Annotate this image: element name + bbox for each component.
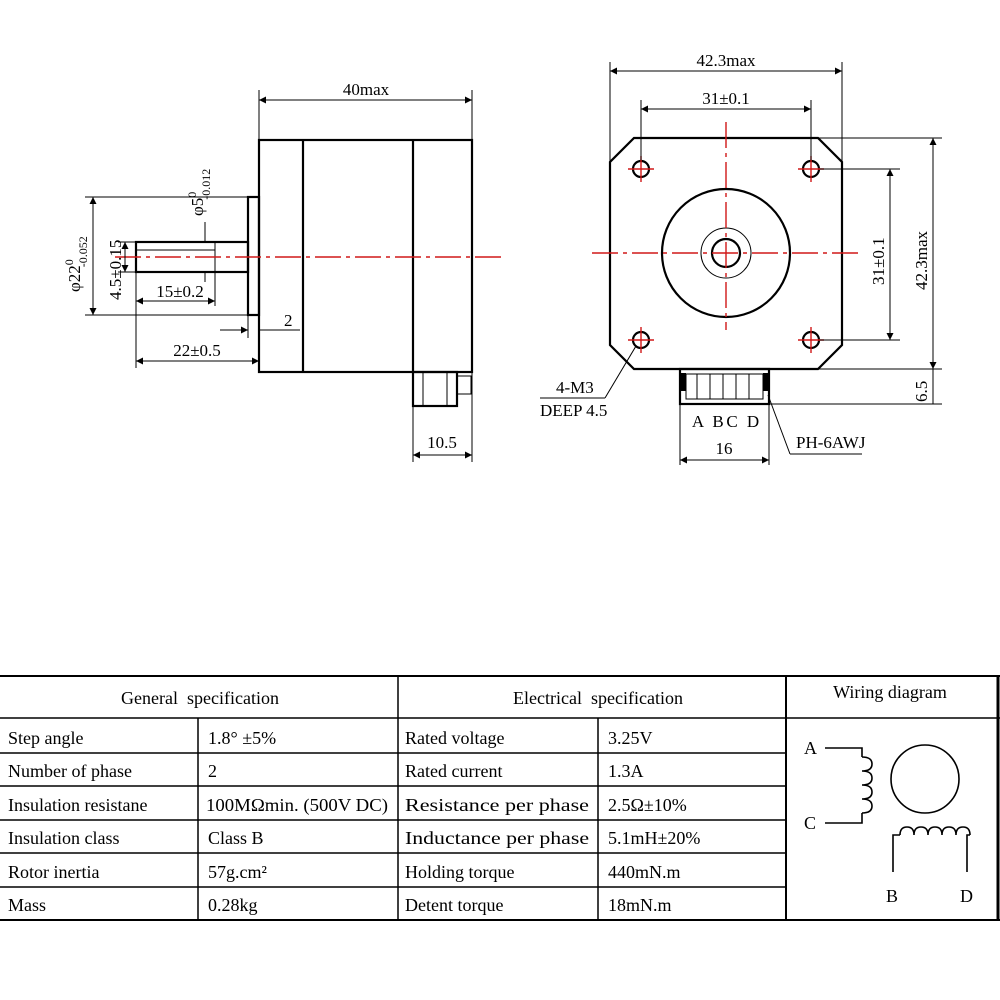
dim-width: 42.3max [696,51,756,70]
dim-shaft-dia: φ50-0.012 [185,169,213,216]
dim-boss-dia: φ220-0.052 [62,236,90,292]
connector-latch-right [763,373,769,391]
dim-connector-height: 6.5 [912,381,931,402]
general-row-label: Insulation resistane [8,795,147,815]
general-row-label: Insulation class [8,828,119,848]
dim-length: 40max [343,80,390,99]
boss-outline [246,195,261,317]
general-row-label: Step angle [8,728,83,748]
coil-bd-lead-right [966,834,970,872]
front-view: A B C D 42.3max 31±0.1 31±0.1 42.3max 6.… [540,51,942,465]
dim-flat-length: 15±0.2 [156,282,204,301]
general-row-label: Number of phase [8,761,132,781]
electrical-row-label: Inductance per phase [405,828,589,848]
coil-bd [899,826,971,836]
connector-side [411,370,459,408]
general-row-label: Rotor inertia [8,862,99,882]
dim-connector-width: 16 [716,439,733,458]
dim-shaft-length: 22±0.5 [173,341,221,360]
general-row-value: Class B [208,828,264,848]
coil-bd-lead-left [892,834,900,872]
dim-boss-height: 2 [284,311,293,330]
dim-hole-spacing-h: 31±0.1 [702,89,750,108]
wiring-label-a: A [804,738,817,758]
dim-hole-spacing-v: 31±0.1 [869,237,888,285]
connector-side-tab [456,375,472,395]
electrical-row-value: 1.3A [608,761,644,781]
side-view: 40max φ50-0.012 φ220-0.052 4.5±0.15 15±0… [62,80,505,462]
dim-connector-length: 10.5 [427,433,457,452]
coil-ac [861,756,873,814]
shaft-outline [134,240,250,274]
connector-latch-left [680,373,686,391]
electrical-row-label: Detent torque [405,895,503,915]
electrical-row-label: Rated current [405,761,502,781]
electrical-row-label: Holding torque [405,862,515,882]
general-row-value: 1.8° ±5% [208,728,276,748]
wiring-label-d: D [960,886,973,906]
dim-shaft-flat: 4.5±0.15 [106,240,125,300]
general-row-value: 2 [208,761,217,781]
connector-type-label: PH-6AWJ [796,433,866,452]
motor-body-outline [257,138,474,374]
general-row-value: 57g.cm² [208,862,267,882]
general-row-value: 100MΩmin. (500V DC) [206,795,388,816]
electrical-row-value: 18mN.m [608,895,672,915]
wiring-diagram: A C B D [804,738,973,906]
electrical-spec-header: Electrical specification [513,688,683,708]
electrical-row-label: Rated voltage [405,728,504,748]
wiring-diagram-header: Wiring diagram [833,682,947,702]
electrical-row-value: 440mN.m [608,862,681,882]
general-spec-header: General specification [121,688,279,708]
rotor-circle [890,744,960,814]
holes-note-thread: 4-M3 [556,378,594,397]
holes-note-depth: DEEP 4.5 [540,401,607,420]
spec-table: General specification Electrical specifi… [0,675,1000,921]
electrical-row-value: 3.25V [608,728,653,748]
pin-label-d: D [747,412,759,431]
dim-height: 42.3max [912,230,931,290]
wiring-label-c: C [804,813,816,833]
general-row-label: Mass [8,895,46,915]
electrical-row-value: 5.1mH±20% [608,828,700,848]
pin-label-c: C [726,412,737,431]
general-row-value: 0.28kg [208,895,258,915]
pin-label-b: B [712,412,723,431]
coil-ac-lead-bottom [825,813,863,824]
pin-label-a: A [692,412,705,431]
wiring-label-b: B [886,886,898,906]
coil-ac-lead-top [825,747,863,757]
electrical-row-label: Resistance per phase [405,795,589,815]
electrical-row-value: 2.5Ω±10% [608,795,687,815]
